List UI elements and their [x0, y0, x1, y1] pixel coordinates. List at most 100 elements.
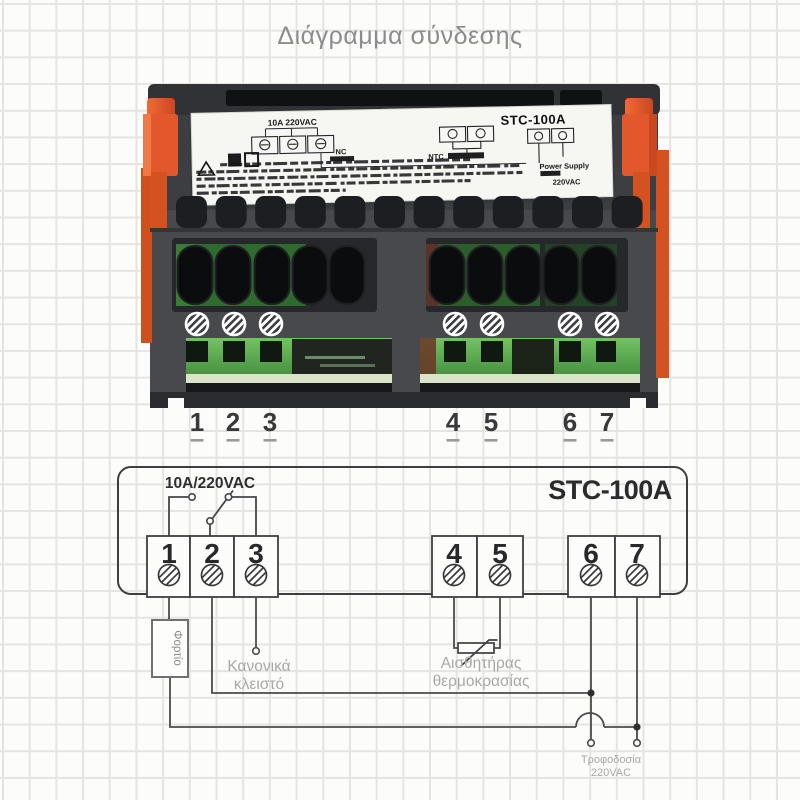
wire-sensor-left: [453, 597, 458, 649]
label-power-supply-text: Power Supply: [539, 161, 590, 171]
page-title: Διάγραμμα σύνδεσης: [277, 22, 523, 50]
label-relay-terminals: [251, 134, 335, 155]
label-ntc-smudge: [447, 152, 485, 159]
schematic-terminal-number: 5: [492, 538, 508, 569]
terminal-block-left: [186, 338, 392, 392]
label-power-terminals: [526, 127, 575, 164]
vent-slot: [334, 196, 366, 228]
relay-contact-nc: [224, 492, 233, 501]
schematic-outline: [117, 466, 688, 595]
wire-sensor-right: [494, 597, 501, 649]
left-mount-clip: [143, 98, 178, 230]
label-model-text: STC-100A: [500, 112, 566, 128]
vent-slot: [294, 196, 326, 228]
temperature-sensor-label-line2: θερμοκρασίας: [433, 673, 530, 690]
temperature-sensor-label-line1: Αισθητήρας: [441, 655, 522, 672]
screw-icon: [479, 311, 505, 337]
vent-slot: [413, 196, 445, 228]
device-illustration: 10A 220VAC NC NT: [141, 84, 669, 408]
vent-slot: [572, 196, 603, 228]
terminal-number: 7: [600, 407, 614, 437]
screw-icon: [594, 311, 620, 337]
schematic-terminal-number: 2: [204, 538, 220, 569]
junction-dot: [633, 723, 641, 731]
terminal-number: 4: [446, 407, 461, 437]
schematic: STC-100A 10A/220VAC: [117, 466, 688, 779]
terminal-block-right: [420, 338, 640, 392]
bezel-slot-small: [560, 90, 602, 106]
terminal-screw-icon: [625, 563, 649, 587]
vent-slot: [255, 196, 287, 228]
vent-slot: [215, 196, 247, 228]
relay-switch: [168, 489, 257, 536]
terminal-boxes: [146, 535, 661, 598]
external-wiring: [168, 597, 638, 740]
wire-load-bottom: [169, 677, 576, 728]
power-supply-label-line1: Τροφοδοσία: [581, 754, 642, 766]
schematic-terminal-number: 4: [446, 538, 462, 569]
vent-shadow-line: [150, 228, 658, 232]
terminal-screw-icon: [200, 563, 224, 587]
schematic-terminal-numbers: 1 2 3 4 5 6 7: [161, 538, 645, 569]
label-relay-lines: [264, 127, 319, 137]
power-terminal-circle: [586, 738, 596, 748]
bezel-slot: [226, 90, 554, 106]
vent-slot: [176, 196, 207, 228]
terminal-number-row: 1 2 3 4 5 6 7: [190, 407, 614, 437]
label-rating-text: 10A 220VAC: [268, 117, 317, 128]
vent-slot: [374, 196, 405, 228]
terminal-opening-panel-left: [172, 238, 377, 312]
screw-icon: [184, 311, 210, 337]
label-power-smudge: [540, 170, 561, 177]
label-long-wire: [320, 152, 527, 169]
wire-bridge-t2-t6: [211, 597, 588, 694]
relay-pivot: [206, 516, 215, 525]
schematic-model-label: STC-100A: [548, 475, 672, 505]
terminal-number: 6: [563, 407, 577, 437]
label-nc-smudge: [330, 155, 355, 162]
label-voltage-text: 220VAC: [553, 177, 582, 187]
bottom-notch-right: [630, 398, 646, 408]
normally-closed-terminal-circle: [251, 646, 261, 656]
vent-slots: [176, 196, 643, 228]
screw-icon: [442, 311, 468, 337]
terminal-screw-icon: [579, 563, 603, 587]
terminal-screw-icon: [488, 563, 512, 587]
terminal-number-dashes: [190, 439, 614, 442]
wire-hop: [575, 712, 605, 728]
vent-slot: [532, 196, 564, 228]
screw-icon: [258, 311, 284, 337]
schematic-terminal-number: 6: [583, 538, 599, 569]
label-fine-print: [196, 157, 523, 195]
vent-slot: [492, 196, 524, 228]
terminal-number: 5: [484, 407, 498, 437]
vent-slot: [453, 196, 485, 228]
temperature-sensor-symbol: [457, 639, 498, 667]
terminal-screw-icon: [442, 563, 466, 587]
normally-closed-label-line2: κλειστό: [234, 676, 284, 693]
terminal-number: 1: [190, 407, 204, 437]
left-side-strip: [141, 168, 152, 343]
terminal-opening-panel-right: [426, 238, 628, 312]
relay-contact-no: [188, 492, 197, 501]
terminal-number: 2: [226, 407, 240, 437]
terminal-screw-icon: [244, 563, 268, 587]
label-nc-text: NC: [335, 147, 347, 156]
right-side-strip: [656, 150, 669, 378]
vent-slot: [611, 196, 643, 228]
normally-closed-label-line1: Κανονικά: [227, 658, 290, 675]
screw-icon: [557, 311, 583, 337]
power-terminal-circle: [632, 738, 642, 748]
junction-dot: [587, 689, 595, 697]
relay-rating-label: 10A/220VAC: [165, 475, 255, 492]
label-cert-icon: [243, 151, 260, 168]
load-label: Φορτίο: [171, 630, 183, 665]
terminal-screw-icon: [157, 563, 181, 587]
device-label: 10A 220VAC NC NT: [189, 104, 616, 210]
schematic-terminal-number: 3: [248, 538, 264, 569]
schematic-terminal-number: 7: [629, 538, 645, 569]
label-ntc-text: NTC: [428, 152, 444, 161]
terminal-number: 3: [263, 407, 277, 437]
